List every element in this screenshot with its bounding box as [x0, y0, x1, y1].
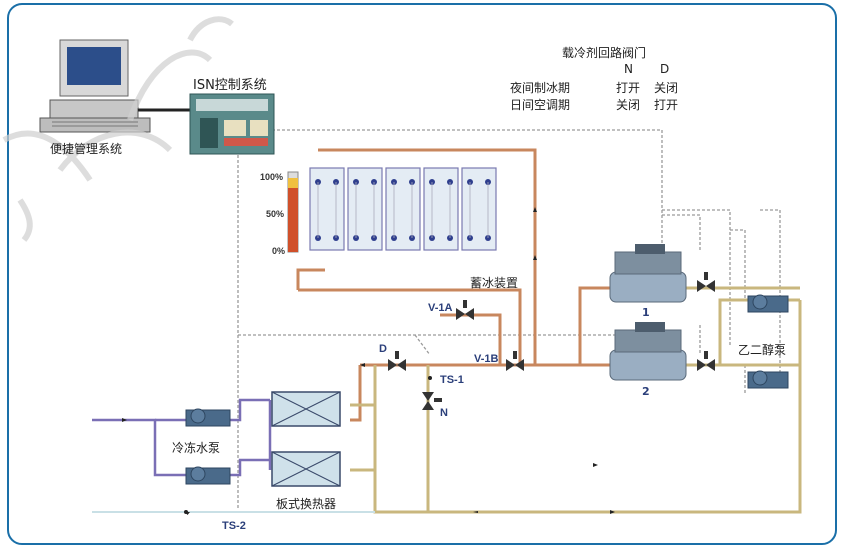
- plate-hx-1-icon: [271, 391, 341, 427]
- chiller-1-label: 1: [642, 306, 650, 319]
- valve-chiller1-icon: [697, 272, 715, 292]
- valve-table-col-d: D: [660, 62, 670, 76]
- management-system-label: 便捷管理系统: [50, 142, 123, 156]
- isn-controller-label: ISN控制系统: [193, 78, 267, 93]
- chilled-water-pump-label: 冷冻水泵: [172, 441, 221, 455]
- valve-n-icon: [422, 392, 442, 410]
- valve-v1a-label: V-1A: [428, 302, 453, 314]
- valve-table-row1-n: 打开: [616, 81, 641, 95]
- valve-v1b-label: V-1B: [474, 353, 499, 365]
- chiller-1-icon: [609, 244, 687, 303]
- ice-storage-tanks: [309, 167, 497, 251]
- ice-level-100: 100%: [260, 172, 284, 182]
- valve-table-row1-label: 夜间制冰期: [510, 81, 571, 95]
- chilled-water-pipes: [92, 398, 272, 477]
- watermark: [2, 16, 234, 242]
- valve-table-title: 载冷剂回路阀门: [562, 46, 647, 60]
- glycol-pump-2-icon: [747, 370, 789, 389]
- valve-v1a-icon: [456, 300, 474, 320]
- valve-d-label: D: [379, 343, 387, 355]
- valve-n-label: N: [440, 407, 448, 419]
- valve-chiller2-icon: [697, 351, 715, 371]
- valve-icons: [388, 272, 715, 410]
- ice-level-50: 50%: [266, 209, 285, 219]
- diagram-frame: [7, 3, 837, 545]
- glycol-pump-1-icon: [747, 294, 789, 313]
- ice-storage-label: 蓄冰装置: [470, 276, 519, 290]
- ice-level-gauge: [287, 171, 299, 253]
- sensor-dots: [184, 376, 432, 514]
- valve-table-row2-n: 关闭: [616, 98, 641, 112]
- plate-hx-2-icon: [271, 451, 341, 487]
- ice-loop-pipes: [296, 148, 610, 422]
- sensor-ts1-label: TS-1: [440, 374, 464, 386]
- control-lines: [237, 129, 781, 510]
- glycol-return-pipes: [350, 286, 802, 514]
- chiller-2-label: 2: [642, 385, 650, 398]
- valve-table-row2-d: 打开: [654, 98, 679, 112]
- chilled-pump-1-icon: [185, 408, 231, 427]
- valve-table-row2-label: 日间空调期: [510, 98, 571, 112]
- computer-icon: [39, 39, 151, 133]
- glycol-pump-label: 乙二醇泵: [738, 343, 787, 357]
- valve-table-col-n: N: [624, 62, 633, 76]
- ice-level-0: 0%: [272, 246, 286, 256]
- valve-d-icon: [388, 351, 406, 371]
- valve-v1b-icon: [506, 351, 524, 371]
- chilled-pump-2-icon: [185, 466, 231, 485]
- valve-table-row1-d: 关闭: [654, 81, 679, 95]
- chiller-2-icon: [609, 322, 687, 381]
- plate-hx-label: 板式换热器: [276, 497, 337, 511]
- isn-controller-icon: [189, 93, 275, 155]
- sensor-ts2-label: TS-2: [222, 520, 246, 532]
